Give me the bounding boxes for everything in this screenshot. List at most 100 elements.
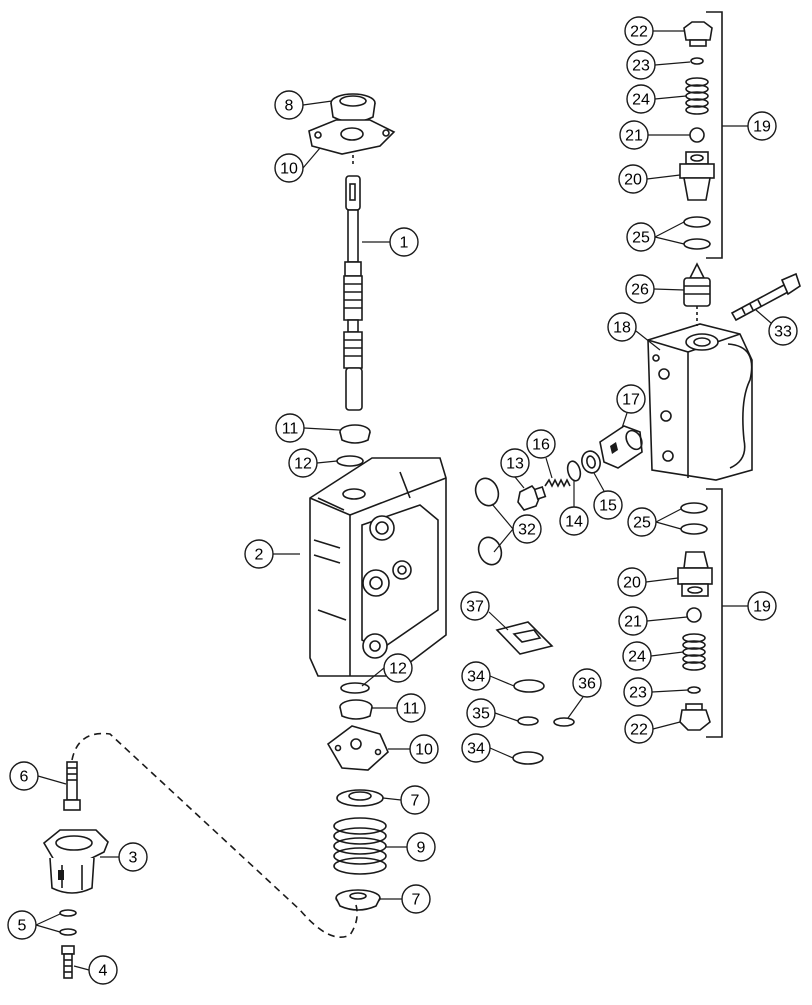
- callout-number: 26: [631, 282, 649, 299]
- part-oring-32-bottom: [477, 536, 503, 566]
- callout-c21b: 21: [618, 606, 688, 636]
- leader-line: [489, 747, 514, 759]
- callout-bubble: [118, 842, 148, 872]
- callout-c23b: 23: [623, 677, 689, 707]
- callout-layer: 1234567789101011111212131415161718191920…: [7, 16, 798, 985]
- leader-line: [645, 577, 679, 583]
- callout-number: 9: [417, 840, 426, 857]
- leader-line: [653, 288, 685, 291]
- callout-bubble: [274, 90, 304, 120]
- callout-bubble: [623, 677, 653, 707]
- callout-number: 20: [623, 575, 641, 592]
- callout-number: 22: [630, 722, 648, 739]
- callout-number: 12: [294, 456, 312, 473]
- leader-line: [755, 309, 772, 324]
- callout-c3: 3: [100, 842, 148, 872]
- callout-c32: 32: [491, 503, 542, 553]
- part-seat-20-top: [679, 151, 715, 201]
- callout-c19b: 19: [722, 591, 777, 621]
- leader-line: [652, 721, 681, 730]
- part-ring-14: [566, 460, 582, 482]
- callout-c22a: 22: [624, 16, 684, 46]
- leader-line: [382, 797, 402, 801]
- leader-line: [654, 61, 691, 66]
- callout-c37: 37: [460, 591, 509, 631]
- callout-bubble: [400, 785, 430, 815]
- callout-number: 10: [415, 742, 433, 759]
- callout-bubble: [624, 16, 654, 46]
- callout-number: 7: [412, 892, 421, 909]
- callout-c10a: 10: [274, 147, 321, 183]
- callout-number: 32: [518, 522, 536, 539]
- callout-c34b: 34: [461, 733, 514, 763]
- leader-line: [302, 100, 333, 106]
- callout-bubble: [274, 153, 304, 183]
- callout-number: 25: [632, 230, 650, 247]
- callout-bubble: [460, 591, 490, 621]
- callout-number: 8: [285, 98, 294, 115]
- part-retainer-7-top: [336, 789, 384, 807]
- callout-c16: 16: [526, 429, 556, 479]
- callout-number: 10: [280, 161, 298, 178]
- leader-line: [316, 460, 338, 464]
- leader-line: [654, 221, 685, 245]
- callout-c7a: 7: [382, 785, 430, 815]
- part-oring-23-bottom: [687, 686, 701, 694]
- leader-line: [651, 689, 689, 693]
- callout-number: 7: [411, 793, 420, 810]
- callout-bubble: [619, 120, 649, 150]
- callout-c20b: 20: [617, 567, 679, 597]
- leader-line: [488, 611, 509, 631]
- callout-number: 16: [532, 437, 550, 454]
- callout-bubble: [9, 761, 39, 791]
- callout-bubble: [618, 164, 648, 194]
- part-screw-4: [61, 945, 75, 979]
- part-spring-24-bottom: [682, 633, 706, 671]
- leader-line: [514, 476, 525, 489]
- callout-c8: 8: [274, 90, 333, 120]
- callout-bubble: [593, 490, 623, 520]
- part-cap-8: [330, 93, 376, 123]
- leader-line: [545, 457, 553, 479]
- callout-number: 25: [633, 515, 651, 532]
- part-bolt-6: [63, 761, 81, 811]
- leader-line: [655, 508, 682, 530]
- leader-line: [35, 913, 61, 933]
- callout-bubble: [607, 312, 637, 342]
- bracket-19-top: [706, 11, 723, 259]
- part-bolt-33: [730, 272, 801, 322]
- callout-number: 3: [129, 850, 138, 867]
- callout-c6: 6: [9, 761, 67, 791]
- callout-c22b: 22: [624, 714, 681, 744]
- callout-bubble: [526, 429, 556, 459]
- callout-bubble: [288, 448, 318, 478]
- callout-c33: 33: [755, 309, 798, 346]
- leader-line: [593, 472, 605, 492]
- callout-number: 12: [389, 661, 407, 678]
- callout-bubble: [466, 698, 496, 728]
- leader-line: [361, 667, 385, 687]
- callout-number: 18: [613, 320, 631, 337]
- part-relief-body-18: [647, 323, 753, 481]
- callout-number: 21: [624, 614, 642, 631]
- callout-number: 17: [622, 392, 640, 409]
- part-oring-25-bottom-a: [680, 502, 708, 514]
- callout-c10b: 10: [388, 734, 439, 764]
- callout-bubble: [383, 653, 413, 683]
- callout-c12b: 12: [361, 653, 413, 687]
- callout-number: 20: [624, 172, 642, 189]
- callout-number: 15: [599, 498, 617, 515]
- callout-bubble: [401, 884, 431, 914]
- callout-number: 2: [255, 547, 264, 564]
- callout-c35: 35: [466, 698, 519, 728]
- callout-bubble: [559, 506, 589, 536]
- callout-number: 11: [282, 421, 299, 438]
- part-spring-16: [544, 478, 571, 488]
- callout-number: 23: [632, 58, 650, 75]
- callout-c1: 1: [362, 227, 419, 257]
- part-oring-12-top: [336, 455, 364, 467]
- part-oring-25-bottom-b: [680, 523, 708, 535]
- callout-number: 24: [628, 649, 646, 666]
- part-spring-24-top: [685, 77, 709, 115]
